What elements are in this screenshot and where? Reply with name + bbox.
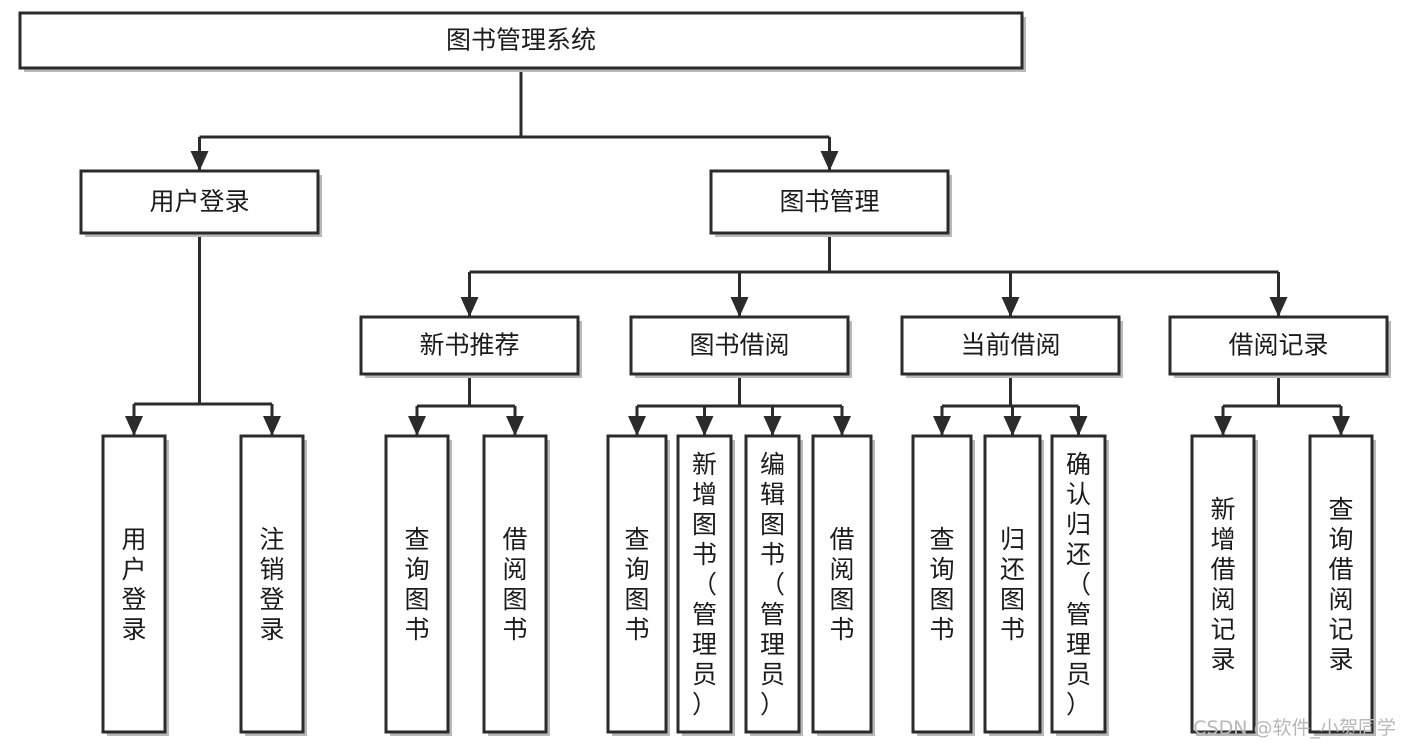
node-book-management[interactable]: 图书管理 (709, 169, 952, 237)
arrow-head (263, 416, 281, 436)
node-label: 新增图书（管理员） (692, 450, 717, 719)
node-label: 图书借阅 (689, 331, 789, 360)
node-leaf-record-query[interactable]: 查询借阅记录 (1308, 434, 1376, 736)
node-new-book-recommend[interactable]: 新书推荐 (359, 315, 582, 378)
node-label: 借阅图书 (502, 525, 527, 644)
node-label: 编辑图书（管理员） (760, 450, 785, 719)
arrow-head (190, 151, 209, 171)
node-user-login[interactable]: 用户登录 (79, 169, 322, 237)
node-label: 借阅图书 (829, 525, 854, 644)
arrow-head (1069, 416, 1088, 436)
arrow-head (833, 416, 851, 436)
arrow-head (730, 297, 749, 317)
node-leaf-current-confirm[interactable]: 确认归还（管理员） (1050, 434, 1109, 736)
nodes-layer: 图书管理系统用户登录用户登录注销登录图书管理新书推荐查询图书借阅图书图书借阅查询… (18, 11, 1391, 736)
node-borrow-record[interactable]: 借阅记录 (1168, 315, 1391, 378)
node-leaf-borrow-edit[interactable]: 编辑图书（管理员） (744, 434, 803, 736)
arrow-head (628, 416, 646, 436)
node-box[interactable] (384, 434, 450, 734)
node-label: 用户登录 (121, 525, 146, 644)
node-label: 查询借阅记录 (1328, 495, 1353, 674)
node-label: 确认归还（管理员） (1066, 450, 1091, 719)
node-box[interactable] (900, 315, 1121, 376)
node-box[interactable] (239, 434, 305, 734)
node-box[interactable] (606, 434, 668, 734)
node-leaf-borrow-query[interactable]: 查询图书 (606, 434, 670, 736)
node-label: 新增借阅记录 (1210, 495, 1235, 674)
node-label: 用户登录 (149, 187, 249, 216)
arrow-head (1332, 416, 1350, 436)
node-book-borrow[interactable]: 图书借阅 (629, 315, 852, 378)
node-box[interactable] (359, 315, 580, 376)
node-leaf-user-logout[interactable]: 注销登录 (239, 434, 307, 736)
node-label: 归还图书 (1000, 525, 1025, 644)
node-leaf-recommend-borrow[interactable]: 借阅图书 (482, 434, 550, 736)
node-box[interactable] (676, 434, 733, 734)
arrow-head (1214, 416, 1232, 436)
connectors-layer (125, 68, 1350, 436)
arrow-head (506, 416, 524, 436)
arrow-head (763, 416, 782, 436)
arrow-head (933, 416, 951, 436)
node-box[interactable] (1168, 315, 1389, 376)
node-box[interactable] (983, 434, 1042, 734)
node-box[interactable] (811, 434, 873, 734)
arrow-head (1269, 297, 1288, 317)
csdn-watermark: CSDN @软件_小贺同学 (1193, 717, 1396, 739)
node-box[interactable] (1050, 434, 1107, 734)
node-box[interactable] (482, 434, 548, 734)
node-box[interactable] (1190, 434, 1256, 734)
node-label: 图书管理系统 (446, 26, 596, 55)
node-leaf-user-login[interactable]: 用户登录 (101, 434, 169, 736)
node-label: 当前借阅 (960, 331, 1060, 360)
node-leaf-current-query[interactable]: 查询图书 (911, 434, 975, 736)
arrow-head (125, 416, 143, 436)
node-leaf-record-add[interactable]: 新增借阅记录 (1190, 434, 1258, 736)
node-box[interactable] (101, 434, 167, 734)
arrow-head (695, 416, 714, 436)
node-root[interactable]: 图书管理系统 (18, 11, 1026, 72)
node-leaf-recommend-query[interactable]: 查询图书 (384, 434, 452, 736)
node-box[interactable] (629, 315, 850, 376)
node-label: 注销登录 (259, 525, 284, 644)
node-leaf-borrow-add[interactable]: 新增图书（管理员） (676, 434, 735, 736)
arrow-head (1001, 297, 1020, 317)
arrow-head (408, 416, 426, 436)
node-label: 借阅记录 (1228, 331, 1328, 360)
node-current-borrow[interactable]: 当前借阅 (900, 315, 1123, 378)
node-box[interactable] (709, 169, 950, 235)
node-box[interactable] (744, 434, 801, 734)
node-box[interactable] (79, 169, 320, 235)
arrow-head (820, 151, 839, 171)
node-box[interactable] (18, 11, 1024, 70)
node-leaf-borrow-do[interactable]: 借阅图书 (811, 434, 875, 736)
arrow-head (1003, 416, 1022, 436)
node-label: 新书推荐 (419, 331, 519, 360)
node-box[interactable] (1308, 434, 1374, 734)
arrow-head (460, 297, 479, 317)
node-label: 查询图书 (929, 525, 954, 644)
node-label: 查询图书 (404, 525, 429, 644)
node-label: 查询图书 (624, 525, 649, 644)
node-label: 图书管理 (779, 187, 879, 216)
node-leaf-current-return[interactable]: 归还图书 (983, 434, 1044, 736)
node-box[interactable] (911, 434, 973, 734)
